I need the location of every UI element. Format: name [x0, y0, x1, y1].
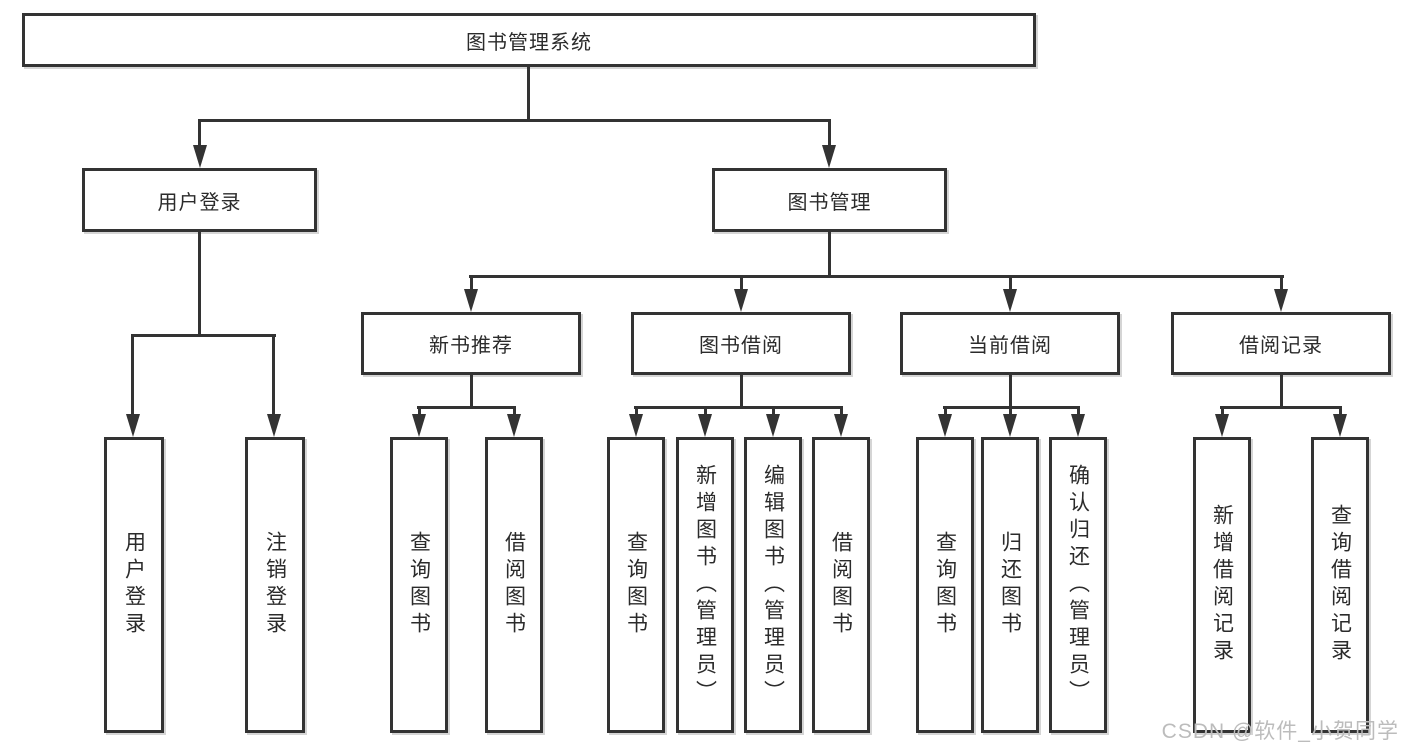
connector-vline: [828, 119, 831, 146]
leaf-add-book-admin: 新增图书（管理员）: [676, 437, 734, 733]
connector-vline: [198, 232, 201, 336]
leaf-confirm-return-admin: 确认归还（管理员）: [1049, 437, 1107, 733]
node-current-borrowing: 当前借阅: [900, 312, 1120, 375]
leaf-borrow-books-recommend: 借阅图书: [485, 437, 543, 733]
connector-vline: [131, 334, 134, 415]
connector-vline: [772, 406, 775, 416]
leaf-query-books-borrowing: 查询图书: [607, 437, 665, 733]
connector-vline: [1280, 275, 1283, 291]
arrow-down-icon: [766, 414, 780, 437]
leaf-query-books-recommend: 查询图书: [390, 437, 448, 733]
connector-vline: [1077, 406, 1080, 416]
connector-vline: [418, 406, 421, 416]
leaf-add-borrow-record: 新增借阅记录: [1193, 437, 1251, 733]
connector-vline: [1280, 375, 1283, 408]
node-label: 查询图书: [933, 531, 957, 639]
connector-vline: [198, 119, 201, 146]
arrow-down-icon: [126, 414, 140, 437]
node-label: 注销登录: [263, 531, 287, 639]
connector-vline: [704, 406, 707, 416]
node-borrowing-records: 借阅记录: [1171, 312, 1391, 375]
connector-vline: [1339, 406, 1342, 416]
arrow-down-icon: [1274, 289, 1288, 312]
arrow-down-icon: [1003, 414, 1017, 437]
connector-vline: [740, 375, 743, 408]
connector-hline: [634, 406, 843, 409]
watermark: CSDN @软件_小贺同学: [1161, 720, 1399, 743]
connector-vline: [1009, 406, 1012, 416]
leaf-user-login: 用户登录: [104, 437, 164, 733]
arrow-down-icon: [834, 414, 848, 437]
arrow-down-icon: [822, 145, 836, 168]
connector-vline: [944, 406, 947, 416]
leaf-logout-login: 注销登录: [245, 437, 305, 733]
node-label: 新增借阅记录: [1210, 504, 1234, 666]
connector-hline: [1220, 406, 1342, 409]
node-user-login: 用户登录: [82, 168, 317, 232]
node-label: 确认归还（管理员）: [1066, 463, 1090, 707]
node-library-system: 图书管理系统: [22, 13, 1036, 67]
leaf-query-books-current: 查询图书: [916, 437, 974, 733]
connector-vline: [828, 232, 831, 277]
arrow-down-icon: [1333, 414, 1347, 437]
arrow-down-icon: [464, 289, 478, 312]
node-label: 当前借阅: [968, 335, 1052, 357]
arrow-down-icon: [507, 414, 521, 437]
node-label: 查询借阅记录: [1328, 504, 1352, 666]
node-label: 归还图书: [998, 531, 1022, 639]
connector-vline: [840, 406, 843, 416]
arrow-down-icon: [193, 145, 207, 168]
connector-vline: [470, 375, 473, 408]
arrow-down-icon: [734, 289, 748, 312]
node-label: 用户登录: [157, 191, 242, 214]
arrow-down-icon: [938, 414, 952, 437]
node-book-borrowing: 图书借阅: [631, 312, 851, 375]
connector-vline: [1221, 406, 1224, 416]
connector-hline: [198, 119, 831, 122]
node-label: 图书借阅: [699, 335, 783, 357]
connector-vline: [740, 275, 743, 291]
node-label: 图书管理系统: [466, 31, 592, 54]
connector-vline: [527, 67, 530, 121]
arrow-down-icon: [1071, 414, 1085, 437]
connector-hline: [469, 275, 1284, 278]
arrow-down-icon: [267, 414, 281, 437]
arrow-down-icon: [629, 414, 643, 437]
leaf-borrow-books-borrowing: 借阅图书: [812, 437, 870, 733]
leaf-query-borrow-record: 查询借阅记录: [1311, 437, 1369, 733]
node-label: 借阅图书: [829, 531, 853, 639]
node-label: 查询图书: [407, 531, 431, 639]
connector-vline: [635, 406, 638, 416]
leaf-return-books: 归还图书: [981, 437, 1039, 733]
node-label: 图书管理: [787, 191, 872, 214]
leaf-edit-book-admin: 编辑图书（管理员）: [744, 437, 802, 733]
node-label: 查询图书: [624, 531, 648, 639]
arrow-down-icon: [698, 414, 712, 437]
node-label: 借阅图书: [502, 531, 526, 639]
node-label: 借阅记录: [1239, 335, 1323, 357]
connector-vline: [513, 406, 516, 416]
connector-hline: [131, 334, 276, 337]
connector-vline: [470, 275, 473, 291]
node-label: 编辑图书（管理员）: [761, 463, 785, 707]
arrow-down-icon: [412, 414, 426, 437]
connector-vline: [1009, 375, 1012, 408]
node-new-book-recommendation: 新书推荐: [361, 312, 581, 375]
arrow-down-icon: [1003, 289, 1017, 312]
connector-vline: [272, 334, 275, 415]
arrow-down-icon: [1215, 414, 1229, 437]
connector-vline: [1009, 275, 1012, 291]
connector-hline: [417, 406, 516, 409]
node-label: 新书推荐: [429, 335, 513, 357]
node-book-management: 图书管理: [712, 168, 947, 232]
node-label: 新增图书（管理员）: [693, 463, 717, 707]
node-label: 用户登录: [122, 531, 146, 639]
